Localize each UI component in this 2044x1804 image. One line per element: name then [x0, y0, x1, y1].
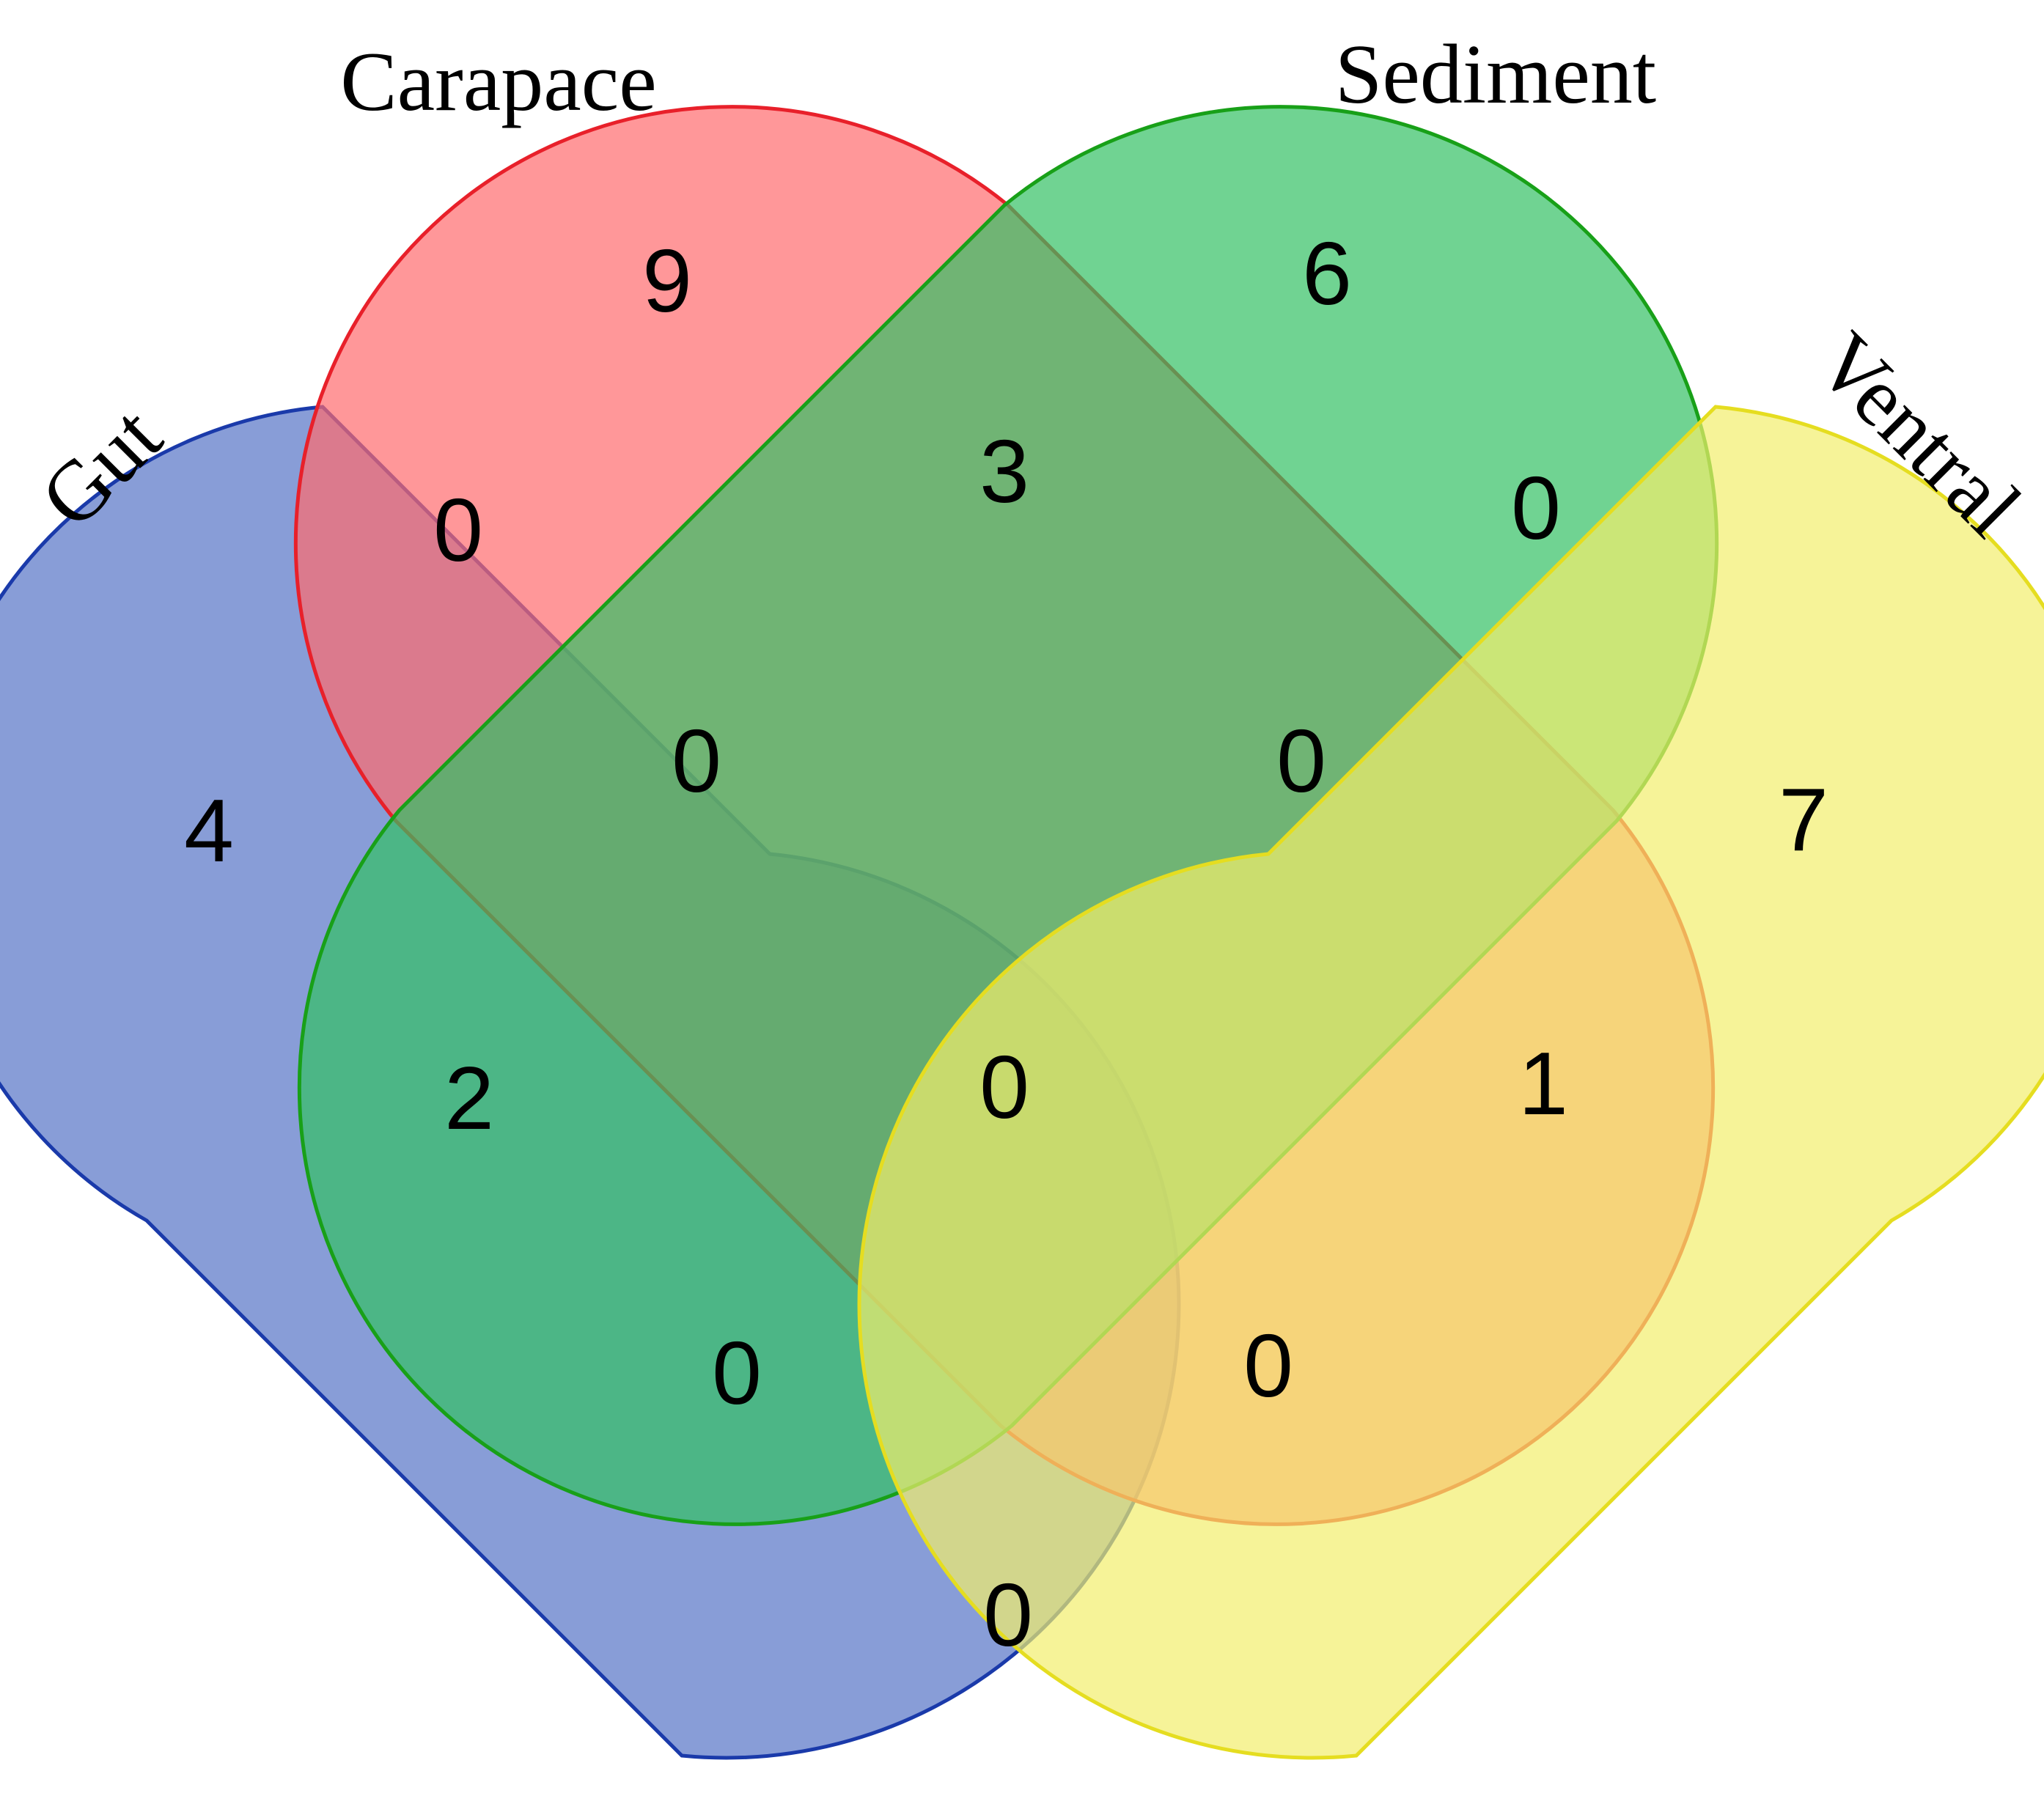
- count-carapace-only: 9: [642, 231, 692, 331]
- count-gut-sediment: 2: [444, 1048, 494, 1148]
- count-carapace-sediment-ventral: 0: [1276, 711, 1326, 811]
- set-label-sediment: Sediment: [1335, 28, 1656, 122]
- set-ventral-shape: [857, 405, 2044, 1760]
- count-gut-carapace-ventral: 0: [1243, 1316, 1293, 1415]
- count-sediment-only: 6: [1302, 224, 1352, 323]
- count-ventral-only: 7: [1779, 770, 1828, 869]
- count-gut-ventral: 0: [983, 1565, 1033, 1665]
- count-sediment-ventral: 0: [1511, 458, 1561, 558]
- count-gut-carapace-sediment: 0: [672, 711, 721, 811]
- count-all-four: 0: [979, 1037, 1029, 1137]
- count-carapace-ventral: 1: [1518, 1034, 1568, 1133]
- count-gut-only: 4: [184, 781, 234, 880]
- count-gut-sediment-ventral: 0: [712, 1323, 762, 1423]
- count-gut-carapace: 0: [433, 480, 483, 580]
- set-label-carapace: Carapace: [340, 35, 656, 129]
- count-carapace-sediment: 3: [979, 421, 1029, 521]
